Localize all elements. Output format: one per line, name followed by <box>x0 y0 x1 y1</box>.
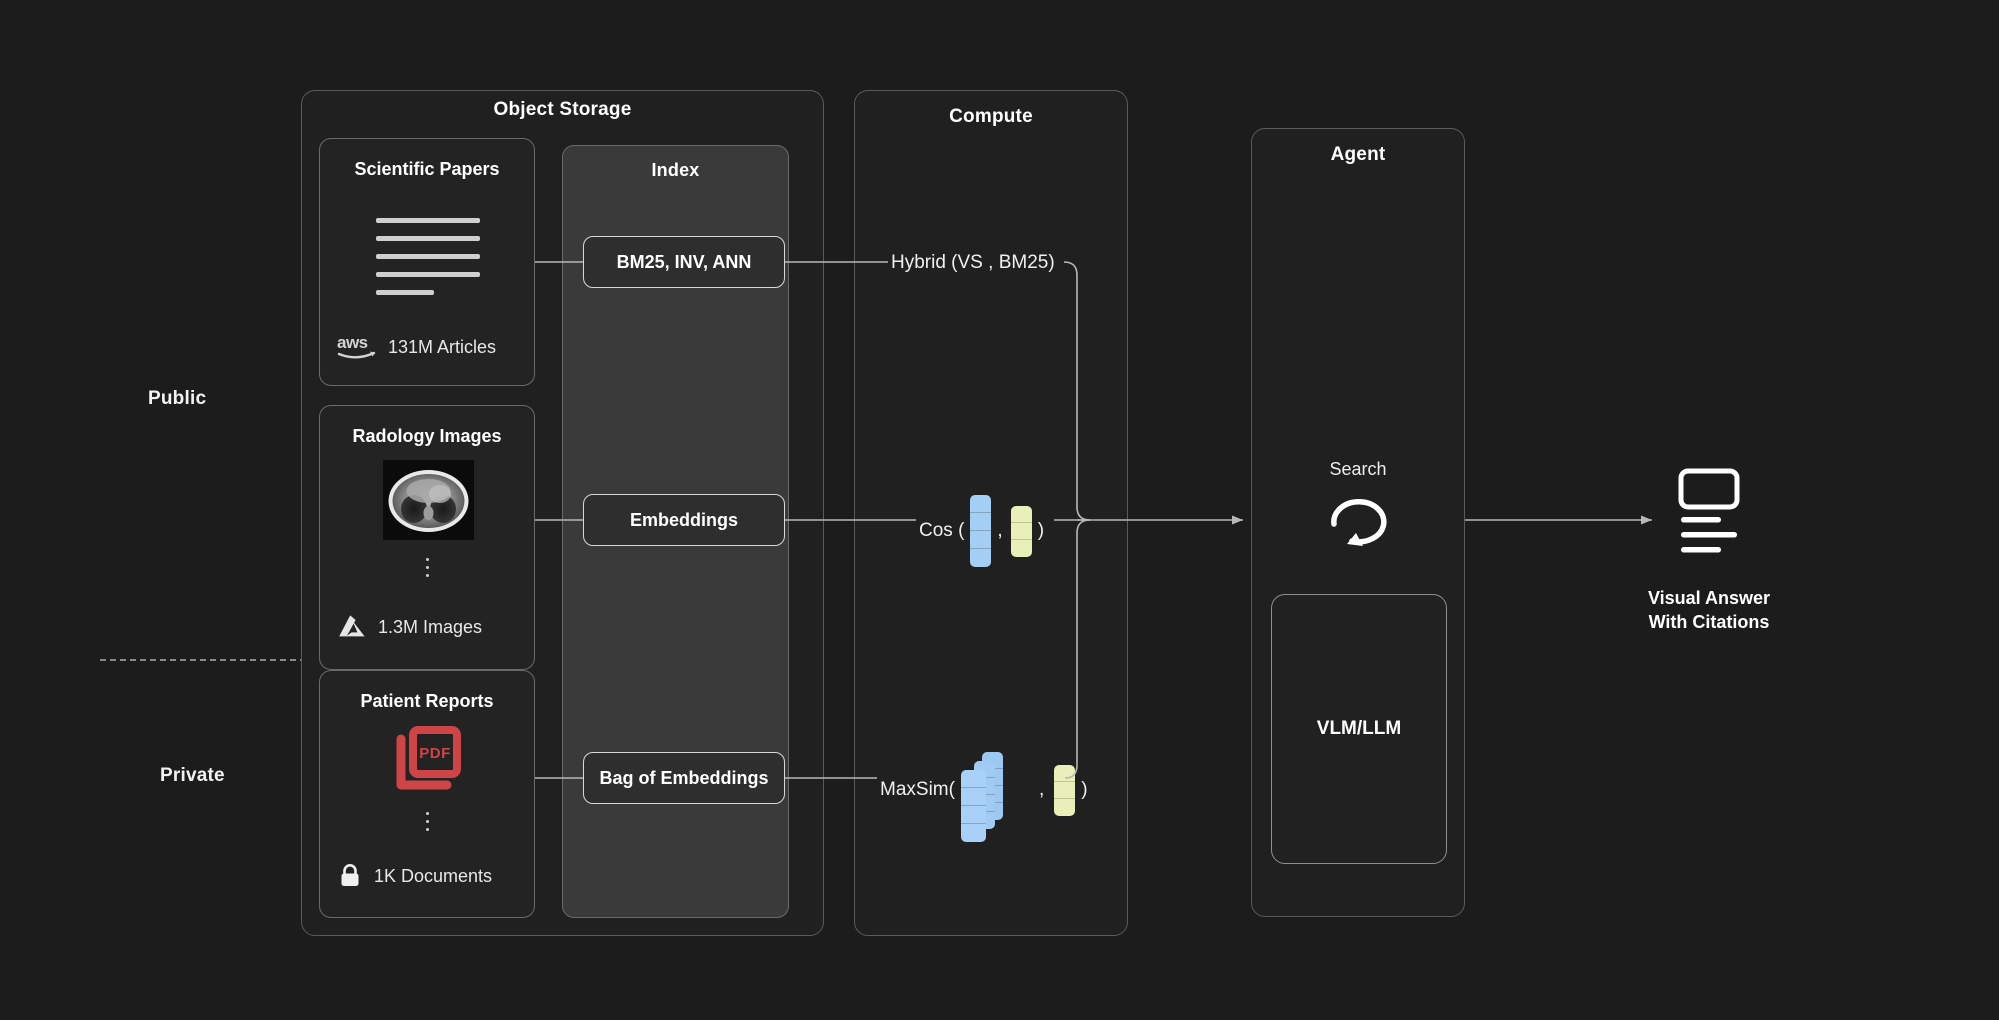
compute-op-maxsim: MaxSim( , <box>880 752 1088 842</box>
index-item-label: BM25, INV, ANN <box>616 251 752 272</box>
visual-answer-icon <box>1669 468 1749 558</box>
compute-op-label: Hybrid (VS , BM25) <box>891 252 1055 273</box>
compute-op-suffix: ) <box>1081 779 1088 800</box>
source-card-count: 1K Documents <box>374 865 493 886</box>
index-item-label: Bag of Embeddings <box>599 767 769 788</box>
azure-logo-icon <box>337 614 367 640</box>
ct-scan-image <box>383 460 474 540</box>
output-caption-line2: With Citations <box>1648 611 1770 632</box>
agent-model-box[interactable]: VLM/LLM <box>1271 594 1447 864</box>
svg-text:PDF: PDF <box>419 745 451 762</box>
circular-refresh-arrow-icon[interactable] <box>1324 492 1394 550</box>
compute-op-prefix: MaxSim( <box>880 779 955 800</box>
vector-blue-query <box>970 495 992 567</box>
source-card-patient-reports[interactable]: Patient Reports PDF 1K Documents <box>319 670 535 918</box>
source-card-count: 131M Articles <box>388 336 497 357</box>
source-card-scientific-papers[interactable]: Scientific Papers aws 131M Articles <box>319 138 535 386</box>
compute-op-separator: , <box>997 520 1003 541</box>
vector-blue-multi-stack <box>960 752 1007 842</box>
compute-op-prefix: Cos ( <box>919 520 965 541</box>
pdf-stack-icon: PDF <box>395 725 463 793</box>
panel-object-storage-title: Object Storage <box>493 99 632 120</box>
vertical-ellipsis-icon <box>426 812 429 831</box>
panel-agent-title: Agent <box>1330 144 1386 165</box>
index-item-bm25-inv-ann[interactable]: BM25, INV, ANN <box>583 236 785 288</box>
source-card-footer: aws 131M Articles <box>337 333 497 360</box>
source-card-footer: 1.3M Images <box>337 614 482 640</box>
vertical-ellipsis-icon <box>426 558 429 577</box>
compute-op-cosine: Cos ( , ) <box>919 495 1044 567</box>
compute-op-separator: , <box>1038 779 1045 800</box>
output-caption-line1: Visual Answer <box>1647 588 1771 608</box>
index-item-label: Embeddings <box>629 509 738 530</box>
lock-icon <box>337 863 363 889</box>
source-card-title: Radology Images <box>352 426 502 446</box>
panel-compute-title: Compute <box>949 106 1033 127</box>
arrowhead-to-output <box>1641 515 1652 525</box>
source-card-title: Scientific Papers <box>354 159 500 179</box>
public-private-divider <box>100 659 316 661</box>
panel-index-title: Index <box>651 160 700 180</box>
index-item-bag-of-embeddings[interactable]: Bag of Embeddings <box>583 752 785 804</box>
agent-search-label: Search <box>1329 459 1387 479</box>
source-card-count: 1.3M Images <box>378 616 483 637</box>
source-card-footer: 1K Documents <box>337 863 492 889</box>
zone-label-private: Private <box>160 765 225 786</box>
aws-logo-icon: aws <box>337 333 377 360</box>
output-caption: Visual Answer With Citations <box>1605 587 1813 635</box>
source-card-title: Patient Reports <box>360 691 494 711</box>
compute-op-hybrid: Hybrid (VS , BM25) <box>891 252 1055 274</box>
svg-text:aws: aws <box>337 333 368 352</box>
source-card-radiology-images[interactable]: Radology Images <box>319 405 535 670</box>
vector-yellow-doc <box>1010 505 1032 557</box>
document-lines-icon <box>376 218 480 295</box>
vector-yellow-doc <box>1054 764 1076 816</box>
agent-model-label: VLM/LLM <box>1316 718 1402 739</box>
arrowhead-to-agent <box>1232 515 1243 525</box>
compute-op-suffix: ) <box>1037 520 1045 541</box>
index-item-embeddings[interactable]: Embeddings <box>583 494 785 546</box>
zone-label-public: Public <box>148 388 207 409</box>
